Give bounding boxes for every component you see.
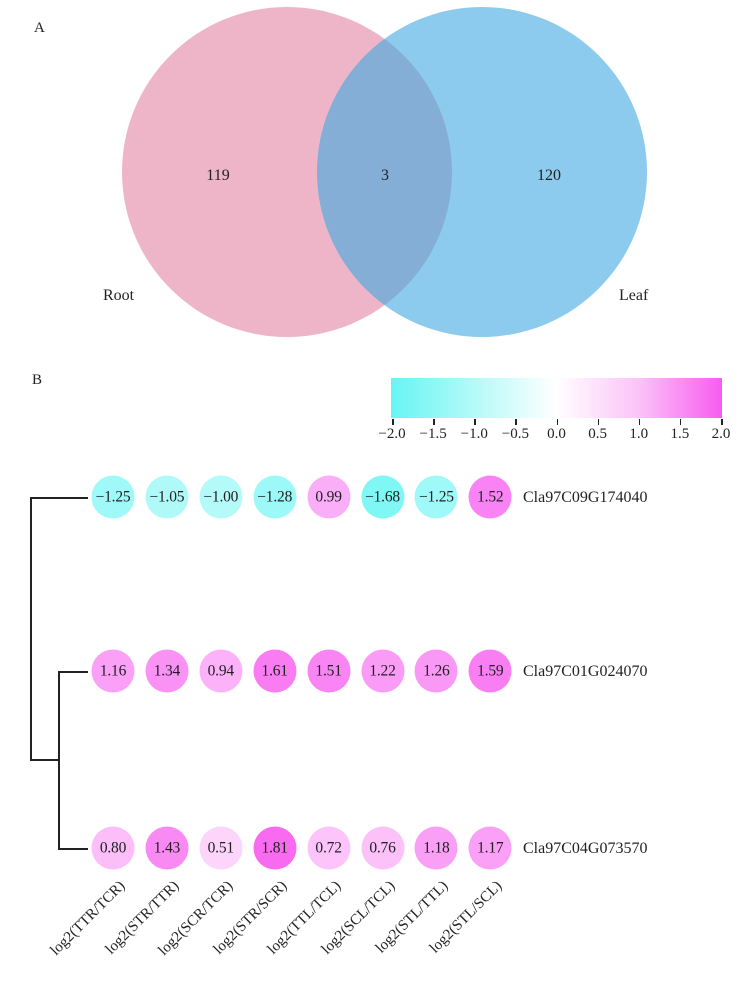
colorbar-tick-label: 2.0 <box>711 426 731 442</box>
colorbar-tick <box>392 419 394 425</box>
dendrogram-join <box>30 759 58 761</box>
venn-intersection <box>317 7 452 337</box>
heatmap-cell: 1.34 <box>145 649 189 693</box>
dendrogram-leaf-row1 <box>30 497 88 499</box>
colorbar-tick <box>638 419 641 425</box>
gene-label: Cla97C01G024070 <box>523 663 648 680</box>
heatmap-cell: 0.72 <box>307 826 351 870</box>
colorbar-tick <box>679 419 682 425</box>
colorbar-tick-label: −0.5 <box>501 426 529 442</box>
heatmap-cell: −1.28 <box>253 475 297 519</box>
heatmap-cell: 1.61 <box>253 649 297 693</box>
venn-label-root: Root <box>103 287 135 304</box>
heatmap-cell: 0.51 <box>199 826 243 870</box>
colorbar-tick <box>721 419 723 425</box>
heatmap-cell: 1.16 <box>91 649 135 693</box>
dendrogram-root-branch <box>30 497 32 760</box>
heatmap-cell: 0.80 <box>91 826 135 870</box>
heatmap-cell: 0.94 <box>199 649 243 693</box>
gene-label: Cla97C04G073570 <box>523 840 648 857</box>
heatmap-cell: 1.81 <box>253 826 297 870</box>
colorbar-tick <box>515 419 517 425</box>
colorbar-tick-label: 1.0 <box>629 426 649 442</box>
heatmap-cell: −1.05 <box>145 475 189 519</box>
heatmap-cell: −1.25 <box>91 475 135 519</box>
heatmap-cell: 1.52 <box>468 475 512 519</box>
colorbar-tick <box>474 419 476 425</box>
colorbar-tick-label: −1.0 <box>460 426 488 442</box>
heatmap-cell: −1.25 <box>414 475 458 519</box>
heatmap-cell: 1.18 <box>414 826 458 870</box>
heatmap-cell: 0.76 <box>361 826 404 870</box>
colorbar-tick <box>597 419 600 425</box>
panel-b-label: B <box>32 372 43 388</box>
venn-diagram <box>122 7 647 337</box>
dendrogram-sub-branch <box>58 671 60 849</box>
dendrogram-leaf-row2 <box>58 671 88 673</box>
colorbar-tick-label: 0.5 <box>588 426 607 442</box>
heatmap-cell: 1.51 <box>307 649 351 693</box>
dendrogram-leaf-row3 <box>58 848 88 850</box>
venn-intersection-count: 3 <box>381 167 389 184</box>
heatmap-cell: 1.43 <box>145 826 189 870</box>
colorbar-tick <box>556 419 558 425</box>
heatmap-cell: −1.00 <box>199 475 243 519</box>
colorbar-tick-label: 0.0 <box>547 426 566 442</box>
panel-a-label: A <box>34 20 45 36</box>
colorbar <box>391 378 722 418</box>
colorbar-tick-label: −2.0 <box>378 426 406 442</box>
heatmap-cell: 1.22 <box>361 649 404 693</box>
venn-leaf-only-count: 120 <box>537 167 561 184</box>
venn-root-only-count: 119 <box>206 167 230 184</box>
venn-label-leaf: Leaf <box>619 287 649 304</box>
heatmap-cell: 0.99 <box>307 475 351 519</box>
heatmap-cell: 1.59 <box>468 649 512 693</box>
heatmap-cell: 1.17 <box>468 826 512 870</box>
colorbar-tick <box>433 419 435 425</box>
heatmap-cell: 1.26 <box>414 649 458 693</box>
colorbar-tick-label: −1.5 <box>419 426 447 442</box>
gene-label: Cla97C09G174040 <box>523 489 648 506</box>
heatmap-cell: −1.68 <box>361 475 404 519</box>
colorbar-tick-label: 1.5 <box>670 426 690 442</box>
